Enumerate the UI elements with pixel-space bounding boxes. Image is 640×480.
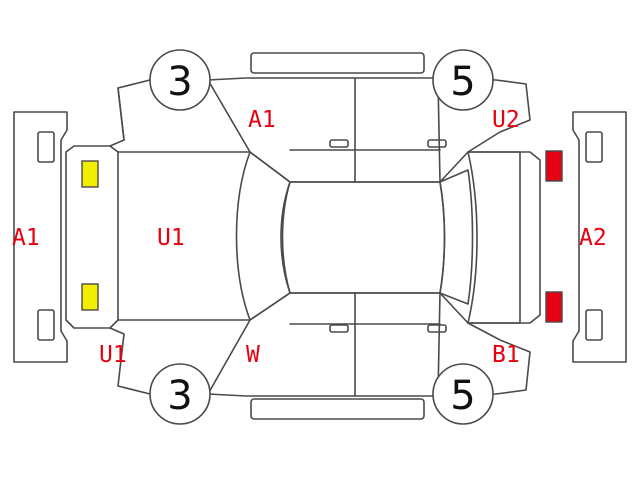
rear-lamp-bottom (545, 291, 563, 323)
cabin (235, 151, 521, 324)
front-lamp-top (81, 160, 99, 188)
trunk-lid (467, 151, 521, 324)
front-lamp-bottom (81, 283, 99, 311)
code-windshield: W (246, 342, 260, 368)
rear-bumper (572, 111, 627, 363)
code-right-fender: U1 (99, 342, 127, 368)
wheel-rear-right: 5 (432, 363, 494, 425)
windshield-glass (235, 151, 291, 321)
code-left-fender: A1 (248, 107, 276, 133)
wheel-front-left-count: 3 (167, 59, 192, 105)
code-front-bumper: A1 (12, 225, 40, 251)
code-hood: U1 (157, 225, 185, 251)
top-side-bar (250, 52, 425, 74)
roof (281, 181, 446, 294)
wheel-front-right: 3 (149, 363, 211, 425)
rear-lamp-top (545, 150, 563, 182)
rear-window (439, 169, 474, 305)
wheel-front-right-count: 3 (167, 373, 192, 419)
car-body (65, 77, 541, 397)
wheel-front-left: 3 (149, 49, 211, 111)
code-rear-bumper: A2 (579, 225, 607, 251)
code-right-quarter: B1 (492, 342, 520, 368)
front-bumper (13, 111, 68, 363)
wheel-rear-left-count: 5 (450, 59, 475, 105)
wheel-rear-right-count: 5 (450, 373, 475, 419)
code-left-quarter: U2 (492, 107, 520, 133)
bottom-side-bar (250, 398, 425, 420)
wheel-rear-left: 5 (432, 49, 494, 111)
